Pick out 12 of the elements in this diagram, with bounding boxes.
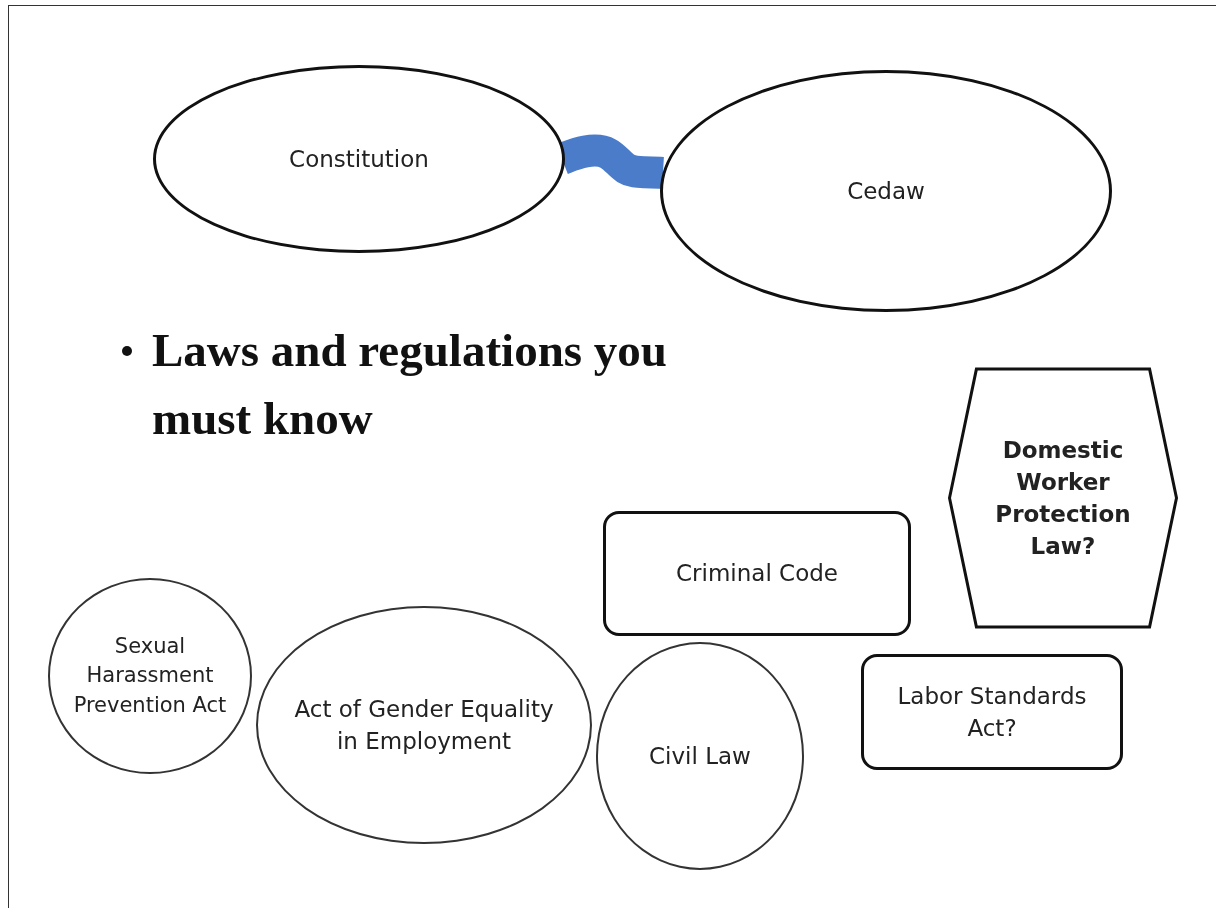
node-label: Act of Gender Equality in Employment [293, 694, 555, 756]
hexagon-node [946, 367, 1180, 629]
node-label: Sexual Harassment Prevention Act [72, 632, 228, 719]
node-label: Civil Law [649, 741, 751, 771]
rounded-box [861, 654, 1123, 770]
node-label: Criminal Code [676, 559, 838, 589]
node-label: Constitution [289, 144, 429, 174]
rounded-box [603, 511, 911, 636]
node-label: Labor Standards Act? [896, 681, 1088, 743]
node-label: Cedaw [847, 176, 925, 206]
node-label: Domestic Worker Protection Law? [994, 435, 1132, 562]
heading: Laws and regulations you must know [152, 323, 668, 447]
